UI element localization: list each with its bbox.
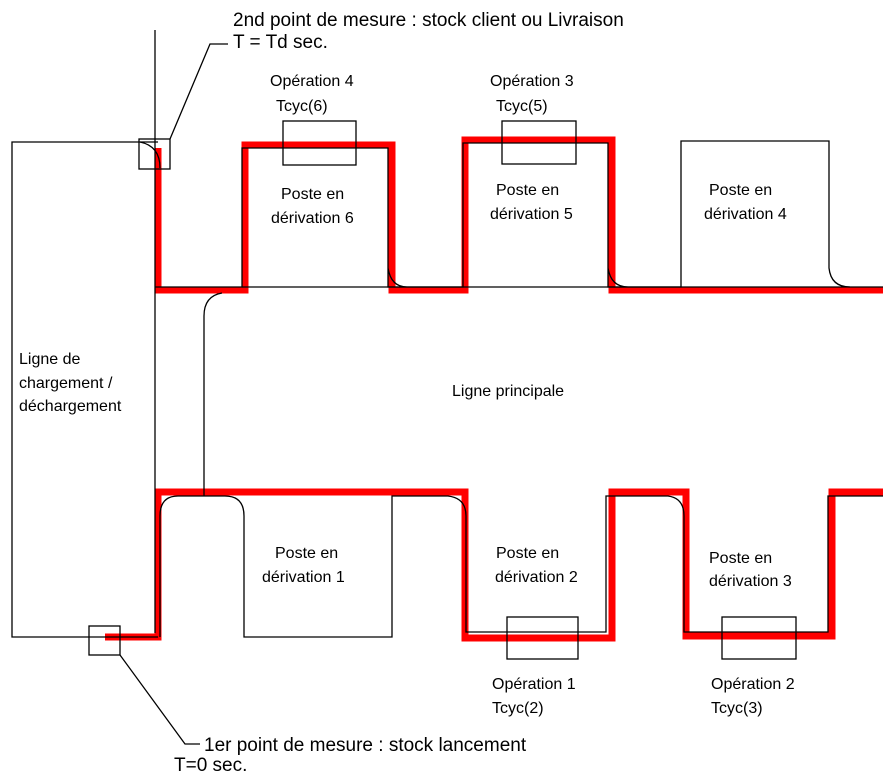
main-line-top-curve-1 [139,141,161,169]
measured-path-top [154,136,883,294]
operation-2-box [721,616,797,660]
operation-3-name: Opération 3 [490,73,574,90]
station-3-label-2: dérivation 3 [709,573,792,590]
operation-1-cycle: Tcyc(2) [492,700,544,717]
measure-point-1-title: 1er point de mesure : stock lancement [204,735,527,756]
loading-line-label-3: déchargement [19,398,122,415]
measure-point-2-leader [169,43,228,140]
station-5-label-2: dérivation 5 [490,206,573,223]
station-2-label-2: dérivation 2 [495,569,578,586]
measure-point-2-time: T = Td sec. [233,32,328,53]
operation-4-name: Opération 4 [270,73,354,90]
operation-1-box [506,616,579,660]
operation-3-cycle: Tcyc(5) [496,98,548,115]
operation-4-box [282,120,357,166]
measured-path [105,136,883,642]
measure-markers [88,43,228,745]
measure-point-2-title: 2nd point de mesure : stock client ou Li… [233,10,624,31]
operation-boxes [282,120,797,660]
main-line-top-curve-2 [203,292,223,317]
station-3-label-1: Poste en [709,550,772,567]
station-6-label-2: dérivation 6 [271,210,354,227]
operation-1-name: Opération 1 [492,676,576,693]
main-line-bottom [159,495,883,638]
station-6-label-1: Poste en [281,186,344,203]
station-1-label-2: dérivation 1 [262,569,345,586]
station-4-label-1: Poste en [709,182,772,199]
operation-3-box [501,120,577,165]
measure-point-1-box [88,625,121,656]
station-4-label-2: dérivation 4 [704,206,787,223]
loading-line-label-1: Ligne de [19,351,80,368]
conveyor-structure [11,30,883,638]
measure-point-1-leader [119,654,200,745]
loading-line-outline [11,141,158,638]
measure-point-2-box [138,138,171,170]
operation-2-name: Opération 2 [711,676,795,693]
operation-4-cycle: Tcyc(6) [276,98,328,115]
station-1-label-1: Poste en [275,545,338,562]
station-5-label-1: Poste en [496,182,559,199]
station-2-label-1: Poste en [496,545,559,562]
measure-point-1-time: T=0 sec. [174,755,247,775]
measured-path-bottom [105,488,883,642]
operation-2-cycle: Tcyc(3) [711,700,763,717]
main-line-label: Ligne principale [452,383,564,400]
loading-line-label-2: chargement / [19,375,113,392]
